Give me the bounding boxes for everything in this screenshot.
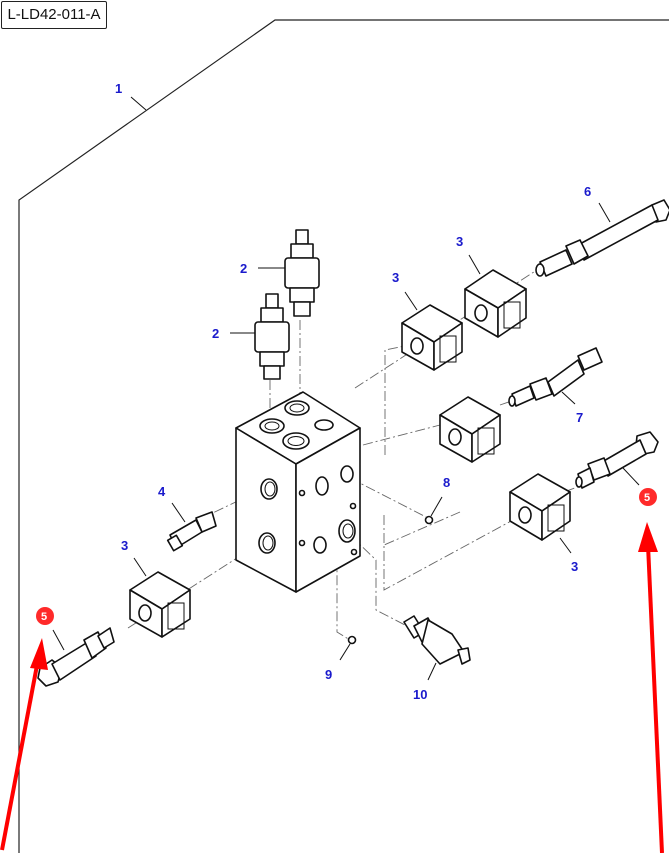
valve-block [235,391,361,593]
plug-lower[interactable] [347,635,357,645]
sensor[interactable] [166,511,217,552]
callout-3-top-right[interactable]: 3 [456,234,463,249]
badge-5-left-text: 5 [41,611,47,623]
leader-7 [561,391,576,405]
highlight-arrow-right [638,522,664,854]
pressure-valve[interactable] [403,615,471,665]
leader-4 [171,502,186,523]
callout-7[interactable]: 7 [576,410,583,425]
badge-5-left[interactable]: 5 [36,607,54,625]
callout-8[interactable]: 8 [443,475,450,490]
callout-6[interactable]: 6 [584,184,591,199]
leader-3-top-right [468,254,481,275]
cartridge-left[interactable] [37,627,115,687]
relief-valve-lower[interactable] [254,293,290,380]
callout-9[interactable]: 9 [325,667,332,682]
callout-10[interactable]: 10 [413,687,427,702]
diagram-reference-code: L-LD42-011-A [1,1,107,29]
cartridge-long[interactable] [535,199,669,277]
callout-1[interactable]: 1 [115,81,122,96]
highlight-arrow-left [0,638,48,851]
callout-4[interactable]: 4 [158,484,166,499]
leader-5-right [622,467,640,486]
coil-left[interactable] [129,571,191,638]
leader-3-right-lower [559,537,572,554]
cartridge-right[interactable] [575,431,659,489]
callout-3-top-left[interactable]: 3 [392,270,399,285]
badge-5-right-text: 5 [644,492,650,504]
plug-upper[interactable] [424,515,434,525]
leader-1 [130,96,147,111]
leader-6 [598,202,611,223]
callout-2-upper[interactable]: 2 [240,261,247,276]
coil-mid[interactable] [439,396,501,463]
callout-3-right-lower[interactable]: 3 [571,559,578,574]
coil-top-left[interactable] [401,304,463,371]
callout-3-left[interactable]: 3 [121,538,128,553]
leader-3-top-left [404,291,418,311]
leader-8 [430,496,443,517]
cartridge-mid[interactable] [508,347,603,407]
relief-valve-upper[interactable] [284,229,320,317]
leader-3-left [133,557,147,577]
badge-5-right[interactable]: 5 [639,488,657,506]
coil-right-lower[interactable] [509,473,571,541]
frame-outline [18,19,669,853]
leader-9 [339,643,351,661]
callout-2-lower[interactable]: 2 [212,326,219,341]
coil-top-right[interactable] [464,269,527,338]
leader-5-left [52,629,65,651]
leader-10 [427,662,437,681]
